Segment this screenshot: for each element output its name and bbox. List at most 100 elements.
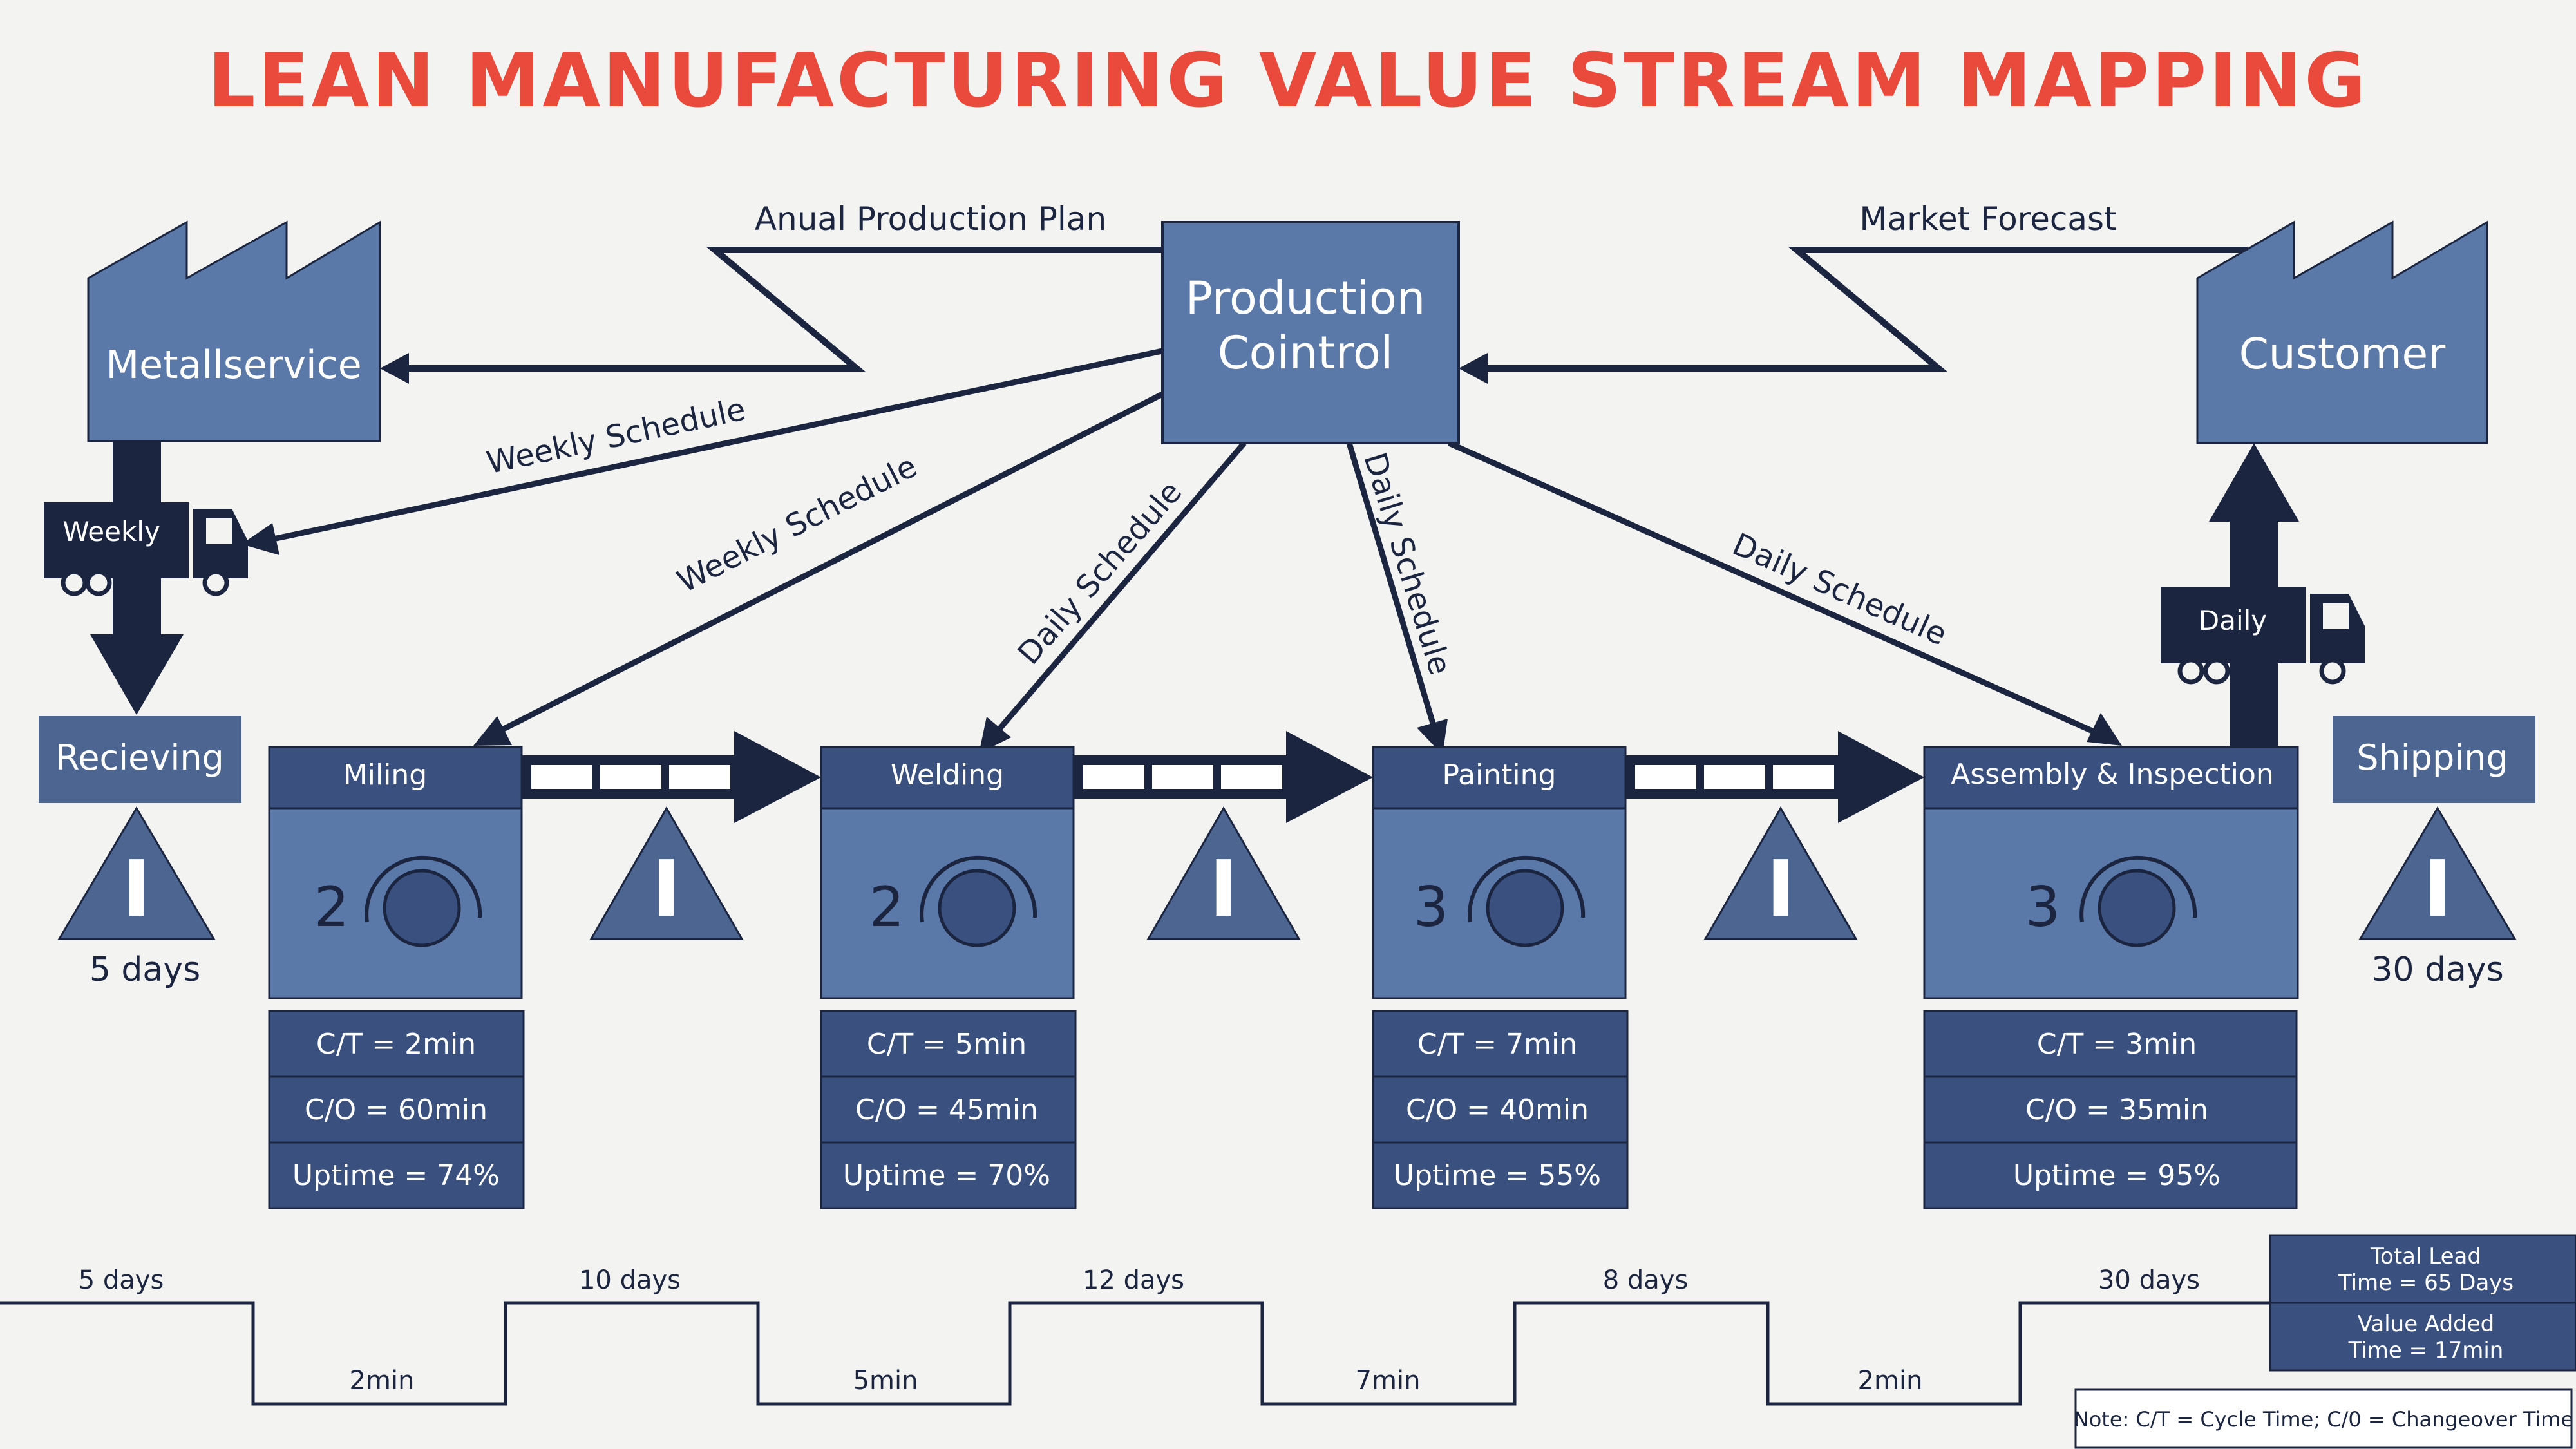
cycle-time: C/T = 3min <box>2037 1028 2197 1061</box>
timeline-ladder <box>0 1301 2270 1406</box>
total-lead-time-box <box>2269 1234 2576 1304</box>
inventory-icon <box>589 806 744 940</box>
timeline-wait-1: 5 days <box>79 1265 164 1295</box>
supplier-flow-shaft-lower <box>113 573 161 638</box>
operator-arc-icon <box>1468 855 1586 923</box>
metric-cell <box>1923 1075 2298 1144</box>
changeover-time: C/O = 40min <box>1406 1094 1589 1126</box>
shipping-box <box>2333 716 2535 803</box>
customer-factory-icon <box>2196 220 2488 444</box>
process-header <box>1923 746 2299 810</box>
cycle-time: C/T = 7min <box>1417 1028 1577 1061</box>
market-forecast-arrowhead <box>1459 353 1488 384</box>
metric-cell <box>1372 1141 1629 1209</box>
receiving-inventory-icon <box>57 806 216 940</box>
shipping-inventory-symbol: I <box>2423 845 2452 934</box>
cycle-time: C/T = 5min <box>867 1028 1027 1061</box>
customer-truck-label: Daily <box>2199 605 2267 636</box>
changeover-time: C/O = 35min <box>2025 1094 2208 1126</box>
inventory-symbol: I <box>1766 845 1795 934</box>
changeover-time: C/O = 60min <box>305 1094 488 1126</box>
timeline-process-3: 7min <box>1356 1366 1421 1396</box>
metric-cell <box>268 1075 525 1144</box>
inventory-symbol: I <box>652 845 681 934</box>
metric-cell <box>1923 1010 2298 1078</box>
uptime: Uptime = 70% <box>843 1159 1050 1192</box>
timeline-process-2: 5min <box>853 1366 918 1396</box>
push-arrow-2 <box>1074 731 1373 823</box>
total-lead-time-line-1: Total Lead <box>2370 1244 2481 1269</box>
operator-icon <box>2098 869 2176 947</box>
changeover-time: C/O = 45min <box>855 1094 1038 1126</box>
push-arrow-1 <box>522 731 821 823</box>
uptime: Uptime = 95% <box>2013 1159 2221 1192</box>
timeline-wait-4: 8 days <box>1603 1265 1689 1295</box>
shipping-label: Shipping <box>2356 737 2508 778</box>
supplier-factory-icon <box>87 220 381 442</box>
process-header <box>820 746 1075 810</box>
operator-arc-icon <box>2079 855 2197 923</box>
inventory-symbol: I <box>1209 845 1238 934</box>
schedule-arrow-miling <box>494 391 1164 736</box>
schedule-arrowhead-painting <box>1417 719 1448 755</box>
supplier-truck-label: Weekly <box>62 516 160 547</box>
push-arrow-3 <box>1625 731 1924 823</box>
operator-count: 3 <box>2025 875 2061 940</box>
operator-count: 2 <box>869 875 905 940</box>
customer-label: Customer <box>2239 329 2446 379</box>
customer-truck-icon <box>2161 587 2365 685</box>
timeline-wait-2: 10 days <box>579 1265 681 1295</box>
total-lead-time-line-2: Time = 65 Days <box>2338 1270 2514 1296</box>
operator-count: 3 <box>1414 875 1449 940</box>
operator-count: 2 <box>314 875 350 940</box>
process-painting: Painting 3 C/T = 7min C/O = 40min Uptime… <box>1372 746 1629 1209</box>
schedule-arrowhead-assembly <box>2087 713 2122 746</box>
timeline-process-1: 2min <box>350 1366 415 1396</box>
customer-flow-arrowhead <box>2209 443 2299 522</box>
schedule-arrow-painting <box>1346 442 1439 735</box>
process-miling: Miling 2 C/T = 2min C/O = 60min Uptime =… <box>268 746 525 1209</box>
annual-plan-line <box>399 247 1162 372</box>
receiving-inventory-symbol: I <box>122 845 151 934</box>
process-header <box>1372 746 1627 810</box>
production-control-label-1: Production <box>1186 272 1425 325</box>
value-added-time-line-1: Value Added <box>2358 1311 2495 1337</box>
metric-cell <box>268 1141 525 1209</box>
note-box <box>2074 1388 2573 1449</box>
metric-cell <box>1372 1010 1629 1078</box>
annual-plan-label: Anual Production Plan <box>755 200 1106 238</box>
process-welding: Welding 2 C/T = 5min C/O = 45min Uptime … <box>820 746 1077 1209</box>
uptime: Uptime = 74% <box>292 1159 500 1192</box>
receiving-label: Recieving <box>55 737 224 778</box>
metric-cell <box>1372 1075 1629 1144</box>
cycle-time: C/T = 2min <box>316 1028 476 1061</box>
schedule-arrowhead-welding <box>979 717 1011 753</box>
shipping-inventory-icon <box>2358 806 2517 940</box>
shipping-inventory-days: 30 days <box>2371 951 2503 989</box>
metric-cell <box>820 1010 1077 1078</box>
value-added-time-line-2: Time = 17min <box>2348 1338 2504 1363</box>
process-body <box>1923 807 2299 999</box>
value-added-time-box <box>2269 1302 2576 1372</box>
inventory-icon <box>1146 806 1301 940</box>
process-name: Miling <box>343 759 427 791</box>
note-text: Note: C/T = Cycle Time; C/0 = Changeover… <box>2074 1407 2573 1432</box>
page-title: LEAN MANUFACTURING VALUE STREAM MAPPING <box>207 37 2368 124</box>
process-header <box>268 746 523 810</box>
inventory-icon <box>1703 806 1858 940</box>
metric-cell <box>268 1010 525 1078</box>
process-assembly-inspection: Assembly & Inspection 3 C/T = 3min C/O =… <box>1923 746 2299 1209</box>
supplier-truck-icon <box>44 502 248 596</box>
uptime: Uptime = 55% <box>1394 1159 1601 1192</box>
operator-arc-icon <box>920 855 1037 923</box>
process-name: Painting <box>1443 759 1557 791</box>
schedule-arrow-assembly <box>1448 440 2101 737</box>
timeline-wait-5: 30 days <box>2098 1265 2200 1295</box>
operator-arc-icon <box>365 855 482 923</box>
market-forecast-label: Market Forecast <box>1859 200 2116 238</box>
schedule-arrow-supplier <box>263 348 1163 544</box>
schedule-label-welding: Daily Schedule <box>1011 474 1189 671</box>
receiving-box <box>39 716 242 803</box>
schedule-label-assembly: Daily Schedule <box>1727 526 1952 652</box>
